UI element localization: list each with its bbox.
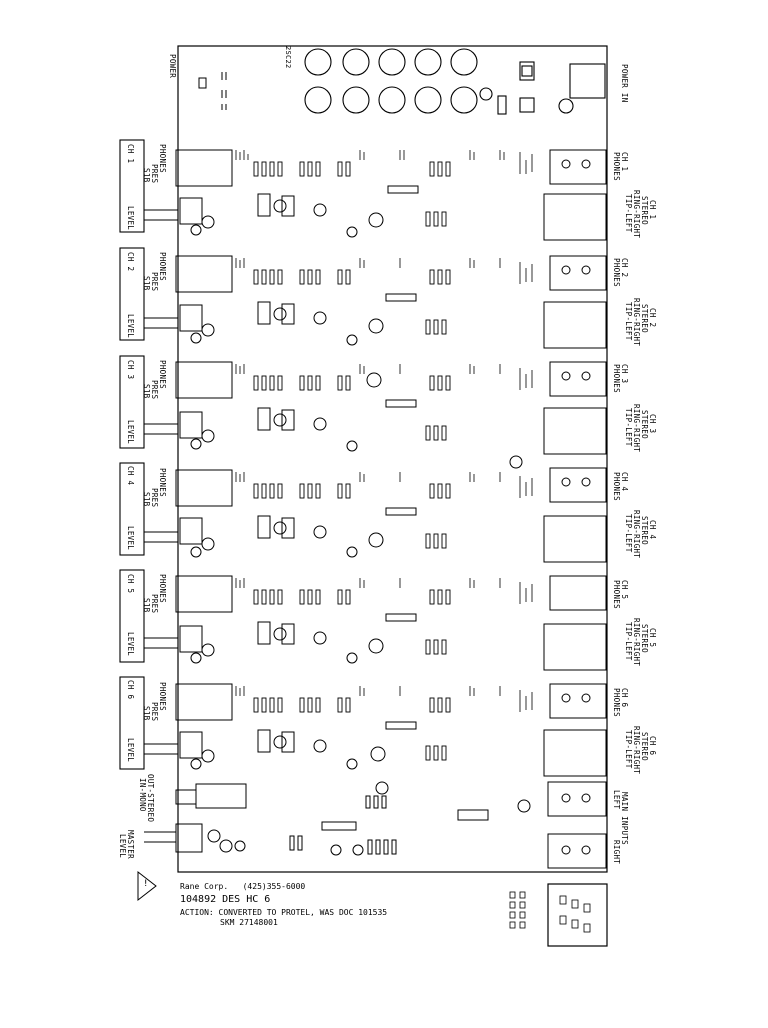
ch6-s1b-label: S1B	[142, 706, 151, 721]
left-channel-boxes	[119, 139, 145, 770]
ch5-stereo-3: RING-RIGHT	[632, 618, 641, 667]
main-inputs-right-label: RIGHT	[612, 840, 621, 865]
ch5-phones-right-2: PHONES	[612, 580, 621, 609]
ch2-level-label: LEVEL	[126, 314, 135, 339]
ch5-stereo-4: TIP-LEFT	[624, 622, 633, 661]
footer-company: Rane Corp. (425)355-6000	[180, 882, 306, 891]
ch5-box-label: CH 5	[126, 574, 135, 594]
ch6-stereo-3: RING-RIGHT	[632, 726, 641, 775]
ch3-pres-label: PRES	[150, 380, 159, 400]
warning-triangle-icon	[137, 870, 157, 902]
ch4-stereo-1: CH 4	[648, 520, 657, 540]
ch6-phones-label: PHONES	[158, 682, 167, 711]
ch2-box-label: CH 2	[126, 252, 135, 272]
main-inputs-left-label: LEFT	[612, 790, 621, 810]
ch5-s1b-label: S1B	[142, 598, 151, 613]
ch4-phones-right-1: CH 4	[620, 472, 629, 492]
main-inputs-label: MAIN INPUTS	[620, 792, 629, 845]
ch1-pres-label: PRES	[150, 164, 159, 184]
power-in-label: POWER IN	[620, 64, 629, 103]
ch6-stereo-1: CH 6	[648, 736, 657, 756]
in-mono-label: IN-MONO	[138, 778, 147, 812]
footer-skm: SKM 27148001	[220, 918, 278, 927]
ref-designator-marks	[235, 150, 533, 712]
ch1-phones-label: PHONES	[158, 144, 167, 173]
ch4-s1b-label: S1B	[142, 492, 151, 507]
ch6-phones-right-2: PHONES	[612, 688, 621, 717]
ch2-pres-label: PRES	[150, 272, 159, 292]
ch1-level-label: LEVEL	[126, 206, 135, 231]
channel-component-blocks	[144, 149, 607, 777]
master-section	[144, 455, 607, 869]
footer-doc-number: 104892 DES HC 6	[180, 894, 271, 905]
ch4-stereo-3: RING-RIGHT	[632, 510, 641, 559]
ch3-level-label: LEVEL	[126, 420, 135, 445]
ch6-stereo-2: STEREO	[640, 732, 649, 761]
ch3-box-label: CH 3	[126, 360, 135, 380]
ch2-stereo-4: TIP-LEFT	[624, 302, 633, 341]
ch3-phones-label: PHONES	[158, 360, 167, 389]
ch3-stereo-2: STEREO	[640, 410, 649, 439]
ch5-phones-label: PHONES	[158, 574, 167, 603]
ch4-stereo-4: TIP-LEFT	[624, 514, 633, 553]
ch6-phones-right-1: CH 6	[620, 688, 629, 708]
power-in-jack	[497, 61, 606, 115]
ch3-phones-right-2: PHONES	[612, 364, 621, 393]
power-switch	[198, 72, 227, 110]
ch4-phones-right-2: PHONES	[612, 472, 621, 501]
ch1-stereo-1: CH 1	[648, 200, 657, 220]
power-label: POWER	[168, 54, 177, 79]
ch1-phones-right-1: CH 1	[620, 152, 629, 172]
ch1-box-label: CH 1	[126, 144, 135, 164]
ch2-stereo-3: RING-RIGHT	[632, 298, 641, 347]
ch1-phones-right-2: PHONES	[612, 152, 621, 181]
ch3-s1b-label: S1B	[142, 384, 151, 399]
ch2-stereo-1: CH 2	[648, 308, 657, 328]
ch4-phones-label: PHONES	[158, 468, 167, 497]
ch4-stereo-2: STEREO	[640, 516, 649, 545]
ch5-phones-right-1: CH 5	[620, 580, 629, 600]
ch1-s1b-label: S1B	[142, 168, 151, 183]
top-jack-circles	[304, 48, 574, 114]
ch1-stereo-2: STEREO	[640, 196, 649, 225]
master-label: MASTER	[126, 830, 135, 859]
ch2-stereo-2: STEREO	[640, 304, 649, 333]
footer-action: ACTION: CONVERTED TO PROTEL, WAS DOC 101…	[180, 908, 388, 917]
ch5-level-label: LEVEL	[126, 632, 135, 657]
ch2-s1b-label: S1B	[142, 276, 151, 291]
ch2-phones-right-2: PHONES	[612, 258, 621, 287]
sub-board-parts	[509, 891, 591, 933]
ch1-stereo-4: TIP-LEFT	[624, 194, 633, 233]
ch5-pres-label: PRES	[150, 594, 159, 614]
ch4-box-label: CH 4	[126, 466, 135, 486]
master-level-label: LEVEL	[118, 834, 127, 859]
sub-board-outline	[547, 883, 608, 947]
ch3-stereo-4: TIP-LEFT	[624, 408, 633, 447]
ch5-stereo-2: STEREO	[640, 624, 649, 653]
warning-glyph: !	[143, 879, 149, 889]
ch3-stereo-3: RING-RIGHT	[632, 404, 641, 453]
ch5-stereo-1: CH 5	[648, 628, 657, 648]
ch2-phones-label: PHONES	[158, 252, 167, 281]
ref-label-top: 2SC22	[284, 46, 292, 69]
board-outline	[177, 45, 608, 873]
ch6-stereo-4: TIP-LEFT	[624, 730, 633, 769]
out-stereo-label: OUT-STEREO	[146, 774, 155, 823]
ch6-box-label: CH 6	[126, 680, 135, 700]
ch3-stereo-1: CH 3	[648, 414, 657, 434]
resistor-arrays	[253, 161, 451, 761]
ch6-pres-label: PRES	[150, 702, 159, 722]
ch4-pres-label: PRES	[150, 488, 159, 508]
ch4-level-label: LEVEL	[126, 526, 135, 551]
ch1-stereo-3: RING-RIGHT	[632, 190, 641, 239]
ch6-level-label: LEVEL	[126, 738, 135, 763]
ch2-phones-right-1: CH 2	[620, 258, 629, 278]
ch3-phones-right-1: CH 3	[620, 364, 629, 384]
